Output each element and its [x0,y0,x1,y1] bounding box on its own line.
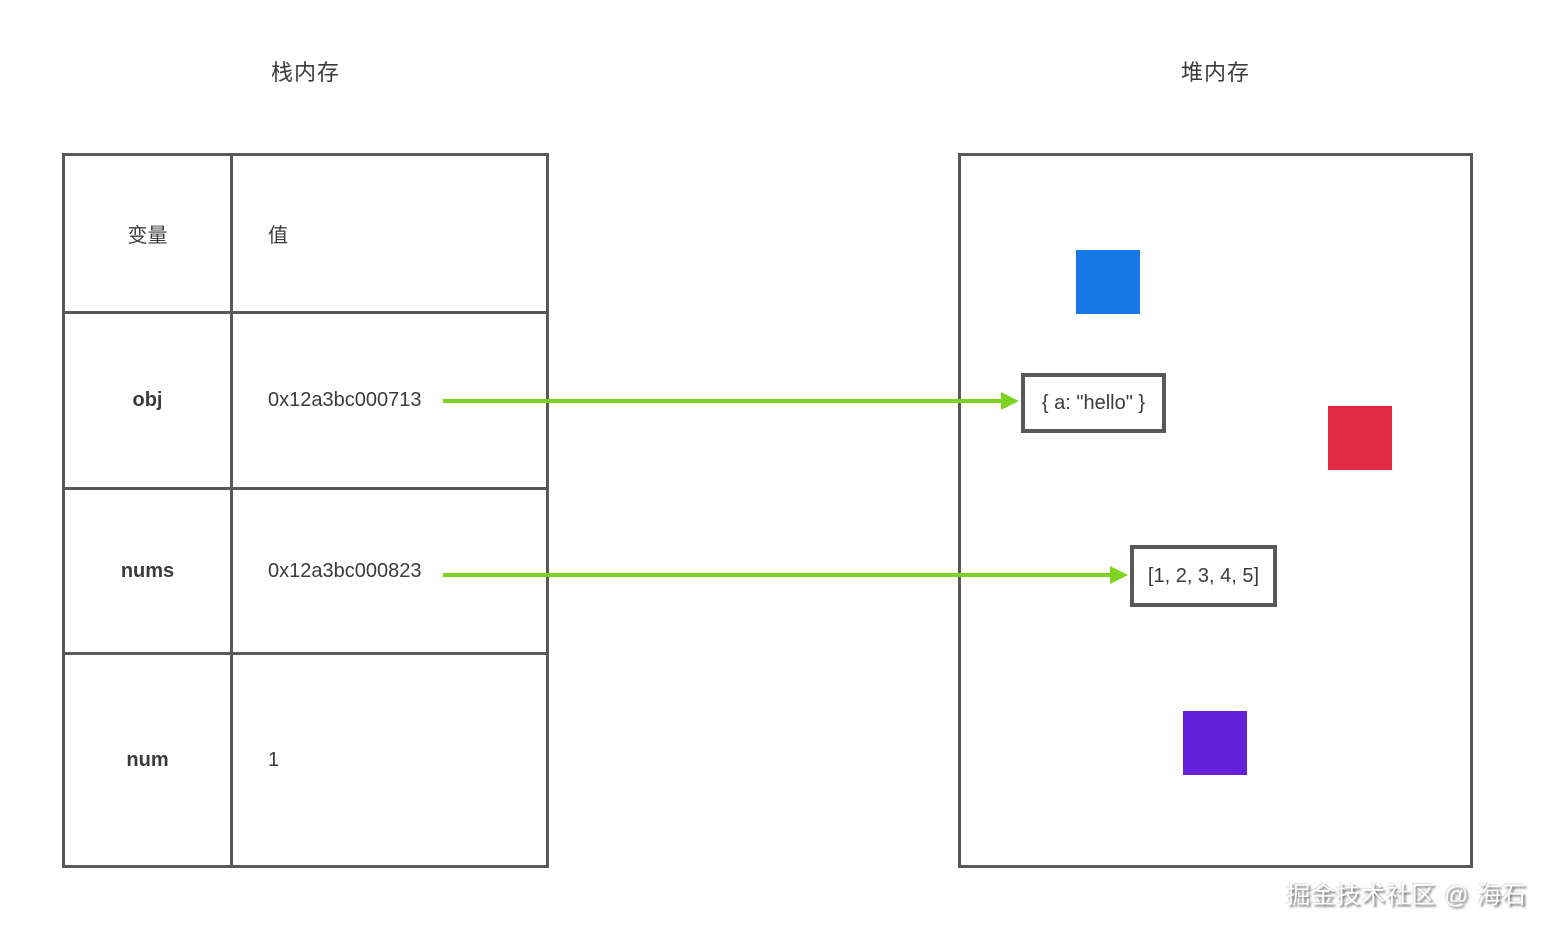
arrow-nums-to-heap-icon [443,566,1128,584]
heap-blue-square [1076,250,1140,314]
arrowhead-icon [1110,566,1128,584]
stack-row-num-value: 1 [233,652,546,865]
stack-row-obj-name: obj [65,311,233,487]
heap-memory-box: { a: "hello" } [1, 2, 3, 4, 5] [958,153,1473,868]
stack-header-value: 值 [268,225,288,247]
stack-memory-table: 变量 值 obj 0x12a3bc000713 nums 0x12a3bc000… [62,153,549,868]
arrowhead-icon [1001,392,1019,410]
heap-object-hello-label: { a: "hello" } [1041,391,1146,414]
stack-row-obj-value: 0x12a3bc000713 [233,311,546,487]
heap-object-nums-array-label: [1, 2, 3, 4, 5] [1147,564,1260,587]
heap-purple-square [1183,711,1247,775]
stack-row-nums-value: 0x12a3bc000823 [233,487,546,652]
stack-row-nums-name: nums [65,487,233,652]
heap-object-hello: { a: "hello" } [1021,373,1166,433]
watermark: 掘金技术社区 @ 海石 [1286,882,1527,909]
stack-memory-title: 栈内存 [270,60,340,85]
arrow-obj-to-heap-icon [443,392,1019,410]
heap-red-square [1328,406,1392,470]
heap-object-nums-array: [1, 2, 3, 4, 5] [1130,545,1277,607]
stack-row-num-name: num [65,652,233,865]
stack-header-variable: 变量 [65,156,233,311]
heap-memory-title: 堆内存 [1180,60,1250,85]
